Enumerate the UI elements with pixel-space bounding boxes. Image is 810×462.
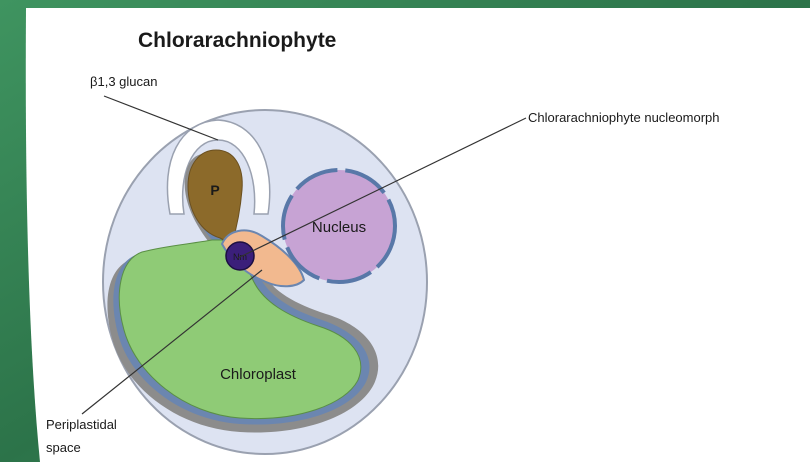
chloroplast-label: Chloroplast: [220, 366, 297, 383]
nucleus-label: Nucleus: [312, 219, 366, 236]
nucleomorph-callout-label: Chlorarachniophyte nucleomorph: [528, 110, 720, 125]
periplastidal-label-line2: space: [46, 440, 81, 455]
glucan-label: β1,3 glucan: [90, 74, 157, 89]
pyrenoid-label: P: [210, 182, 219, 198]
periplastidal-label-line1: Periplastidal: [46, 417, 117, 432]
glucan-callout-line: [104, 96, 218, 140]
diagram-title: Chlorarachniophyte: [138, 29, 336, 52]
